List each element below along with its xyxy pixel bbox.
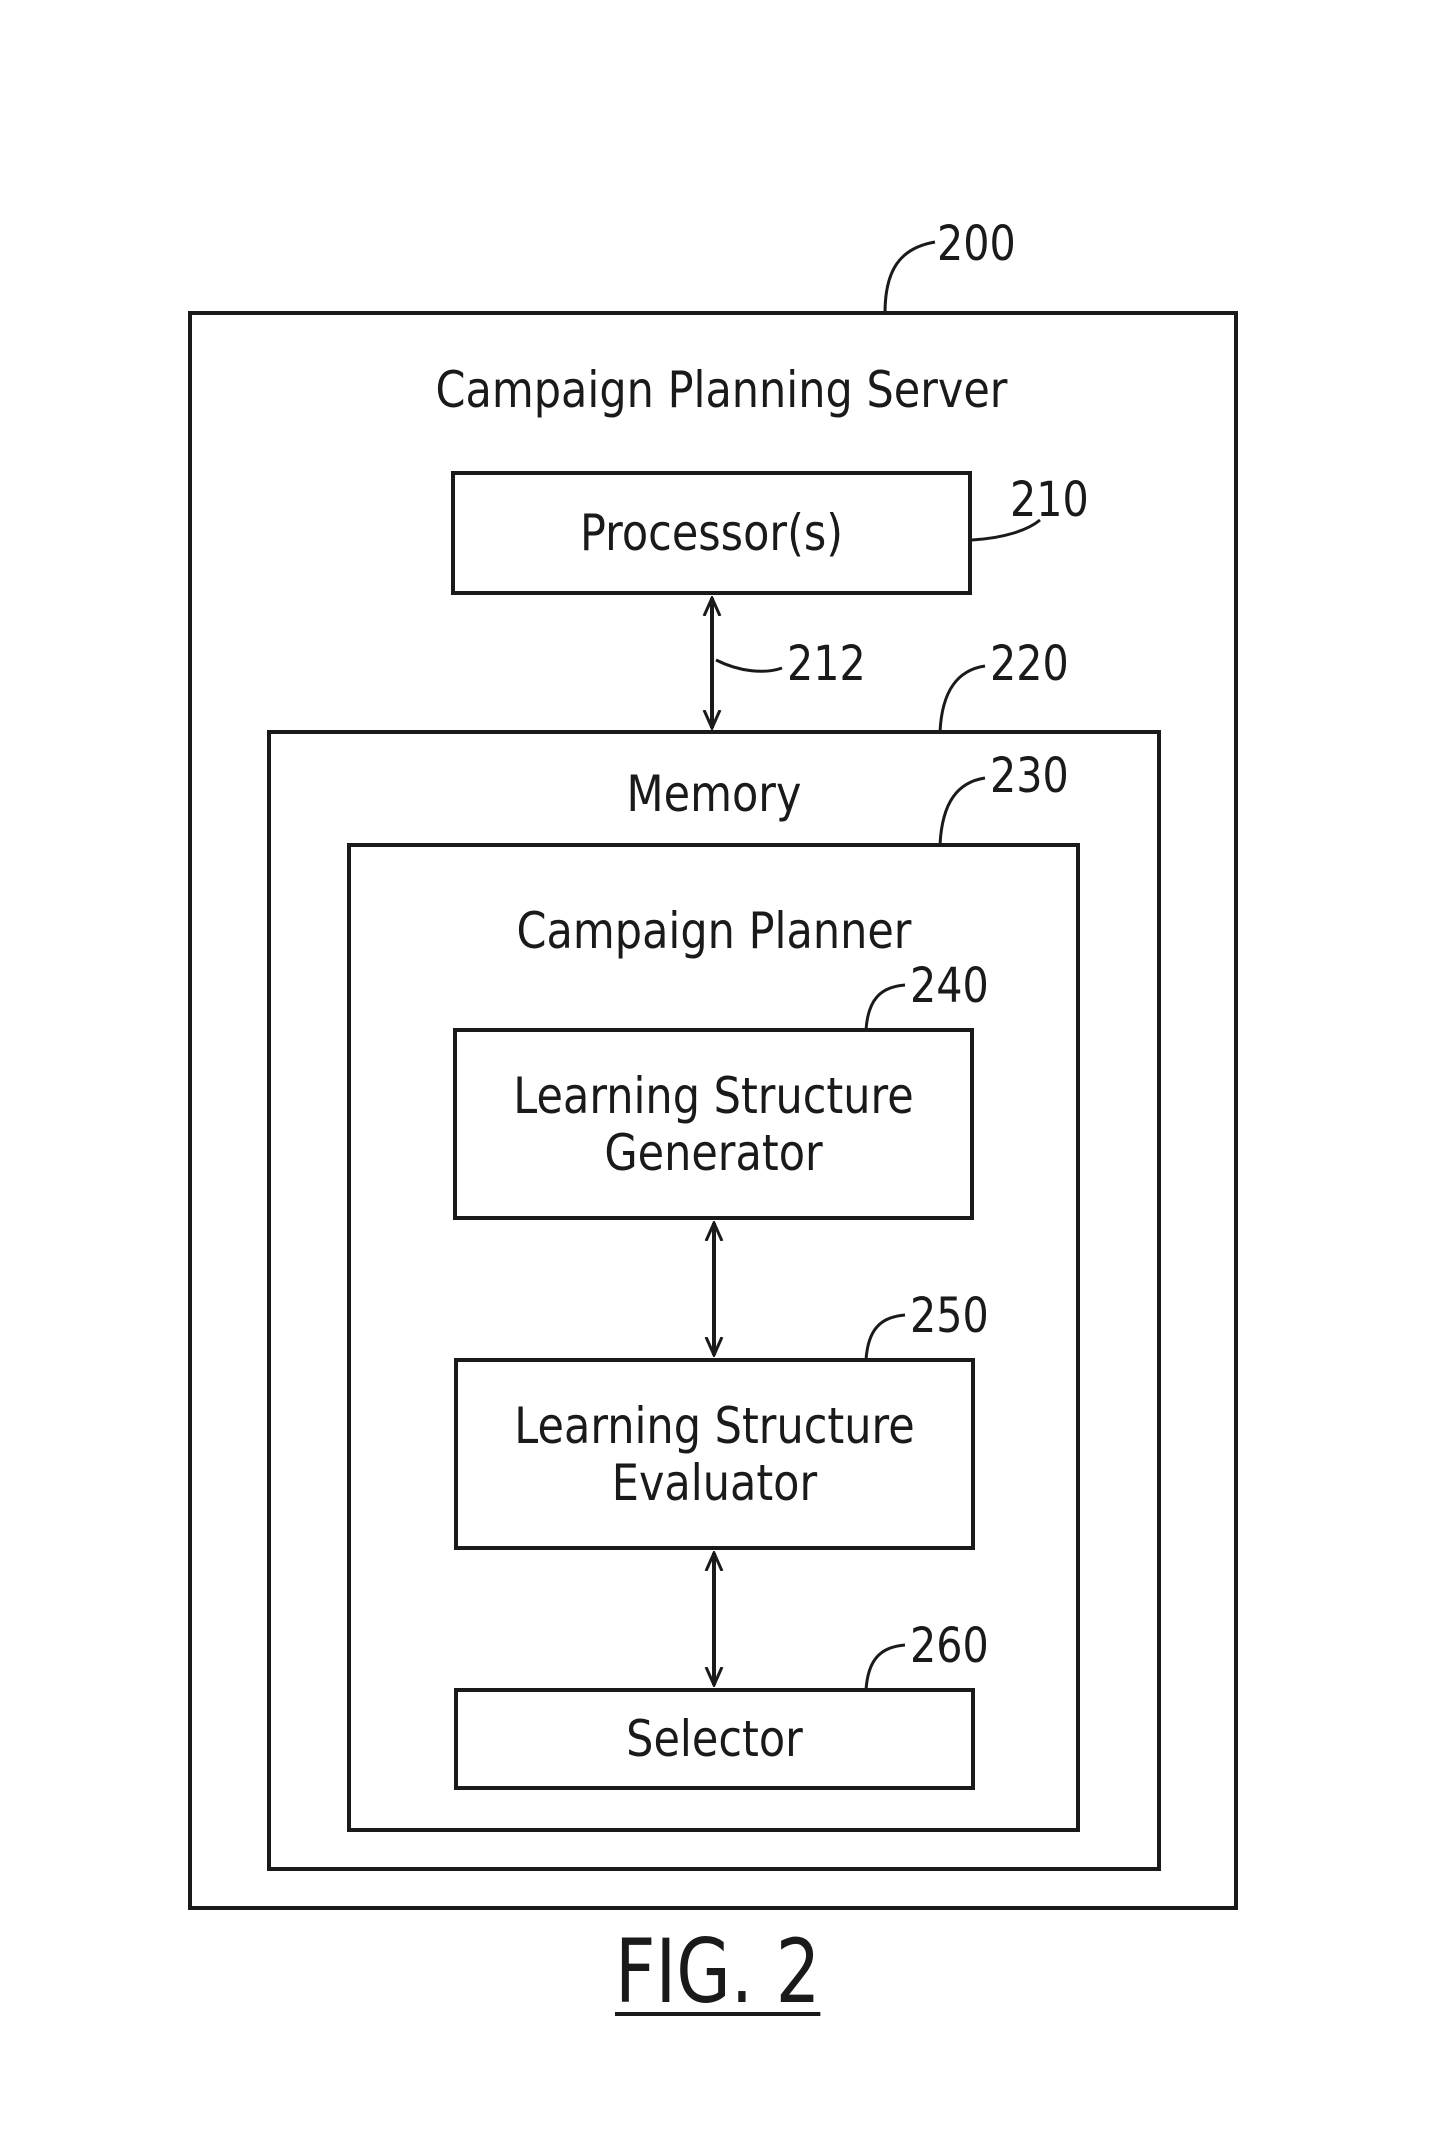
planner-title: Campaign Planner bbox=[456, 903, 972, 959]
processor-label: Processor(s) bbox=[489, 505, 934, 561]
ref-240: 240 bbox=[910, 962, 989, 1010]
leader-220 bbox=[940, 666, 985, 732]
ref-210: 210 bbox=[1010, 476, 1089, 524]
evaluator-label-line1: Learning Structure bbox=[492, 1398, 937, 1454]
ref-250: 250 bbox=[910, 1292, 989, 1340]
server-title: Campaign Planning Server bbox=[436, 362, 995, 418]
ref-220: 220 bbox=[990, 640, 1069, 688]
ref-260: 260 bbox=[910, 1622, 989, 1670]
ref-230: 230 bbox=[990, 752, 1069, 800]
evaluator-label-line2: Evaluator bbox=[492, 1455, 937, 1511]
generator-label-line1: Learning Structure bbox=[491, 1068, 936, 1124]
leader-240 bbox=[866, 985, 905, 1030]
ref-212: 212 bbox=[787, 640, 866, 688]
memory-title: Memory bbox=[542, 766, 886, 822]
leader-212 bbox=[716, 660, 782, 671]
leader-200 bbox=[885, 242, 935, 313]
leader-260 bbox=[866, 1645, 905, 1690]
leader-230 bbox=[940, 778, 985, 845]
leader-250 bbox=[866, 1315, 905, 1360]
figure-caption: FIG. 2 bbox=[615, 1928, 820, 2016]
ref-200: 200 bbox=[937, 220, 1016, 268]
generator-label-line2: Generator bbox=[491, 1125, 936, 1181]
selector-label: Selector bbox=[492, 1711, 937, 1767]
